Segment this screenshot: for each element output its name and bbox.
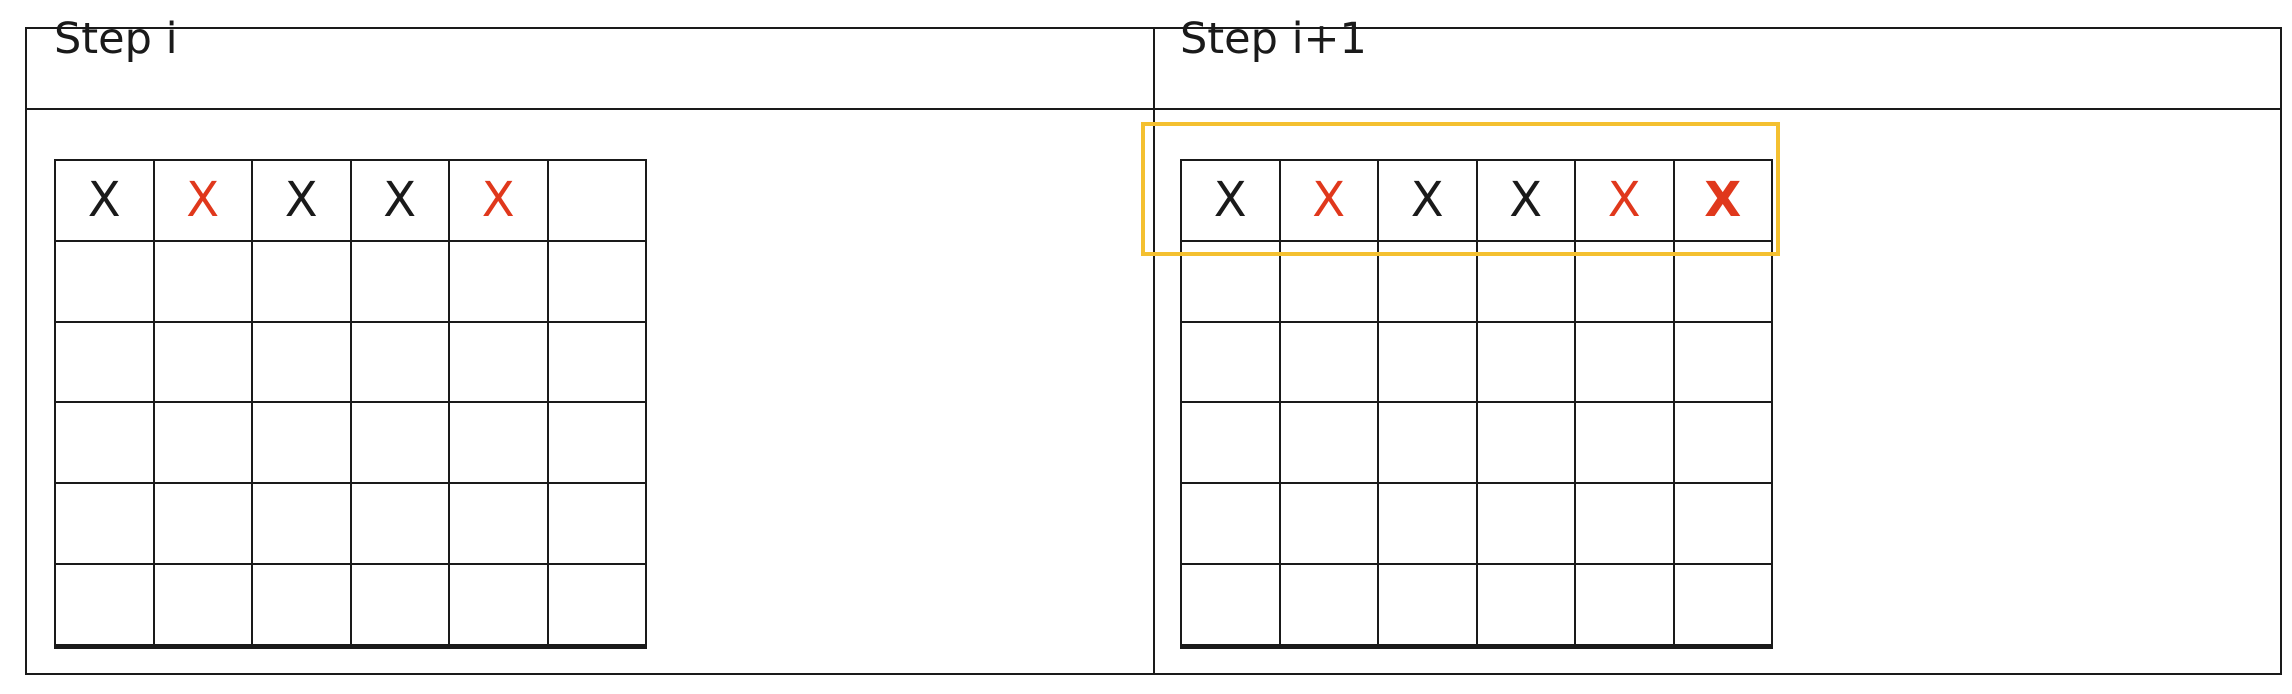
grid-cell-empty [450,241,549,323]
grid-cell-empty [154,564,253,646]
grid-cell-empty [351,241,450,323]
grid-cell-empty [1280,564,1379,646]
grid-cell-empty [154,322,253,404]
grid-cell-empty [1379,484,1478,565]
grid-cell-mark: X [1576,161,1675,242]
grid-cell-empty [548,241,647,323]
grid-cell-empty [253,484,352,565]
grid-cell-empty [253,564,352,646]
grid-cell-mark: X [253,161,352,242]
grid-cell-empty [1477,241,1576,323]
grid-cell-empty [351,564,450,646]
grid-cell-empty [56,403,155,485]
grid-cell-mark: X [1674,161,1773,242]
header-divider [27,108,2280,110]
grid-cell-empty [1182,564,1281,646]
grid-cell-empty [1379,322,1478,404]
grid-cell-mark: X [1477,161,1576,242]
grid-cell-mark: X [56,161,155,242]
grid-cell-empty [1674,484,1773,565]
grid-cell-empty [1576,241,1675,323]
grid-cell-empty [1674,564,1773,646]
grid-cell-empty [1182,403,1281,485]
grid-cell-mark: X [1280,161,1379,242]
grid-cell-empty [548,161,647,242]
grid-cell-empty [548,403,647,485]
grid-cell-empty [1182,484,1281,565]
panel-title-step-i-plus-1: Step i+1 [1180,14,1367,64]
grid-cell-empty [548,322,647,404]
grid-cell-empty [1379,241,1478,323]
grid-cell-empty [1477,403,1576,485]
grid-cell-mark: X [450,161,549,242]
grid-cell-empty [351,322,450,404]
grid-cell-empty [253,241,352,323]
grid-cell-empty [1477,564,1576,646]
grid-cell-empty [1379,564,1478,646]
grid-cell-empty [548,564,647,646]
grid-cell-empty [1477,322,1576,404]
grid-cell-empty [253,322,352,404]
grid-cell-empty [154,241,253,323]
grid-cell-empty [1182,322,1281,404]
grid-cell-empty [450,322,549,404]
grid-cell-empty [1576,322,1675,404]
grid-cell-mark: X [1379,161,1478,242]
grid-cell-empty [450,564,549,646]
grid-cell-empty [1576,484,1675,565]
grid-cell-empty [56,322,155,404]
grid-cell-empty [450,403,549,485]
grid-cell-empty [1576,403,1675,485]
grid-cell-empty [1674,241,1773,323]
panel-title-step-i: Step i [54,14,178,64]
grid-cell-empty [1182,241,1281,323]
grid-cell-empty [1477,484,1576,565]
grid-cell-empty [253,403,352,485]
grid-cell-empty [1576,564,1675,646]
grid-cell-empty [56,241,155,323]
grid-cell-empty [154,484,253,565]
grid-cell-mark: X [154,161,253,242]
column-divider [1153,29,1155,673]
grid-cell-empty [1280,484,1379,565]
grid-cell-empty [154,403,253,485]
grid-cell-empty [1280,241,1379,323]
grid-cell-empty [1379,403,1478,485]
grid-cell-mark: X [351,161,450,242]
grid-cell-empty [1280,322,1379,404]
grid-cell-empty [56,564,155,646]
grid-cell-empty [351,403,450,485]
comparison-table [25,27,2282,675]
grid-cell-empty [1280,403,1379,485]
grid-cell-empty [351,484,450,565]
grid-cell-empty [1674,322,1773,404]
grid-cell-empty [450,484,549,565]
grid-cell-empty [548,484,647,565]
grid-cell-empty [1674,403,1773,485]
grid-cell-empty [56,484,155,565]
grid-cell-mark: X [1182,161,1281,242]
